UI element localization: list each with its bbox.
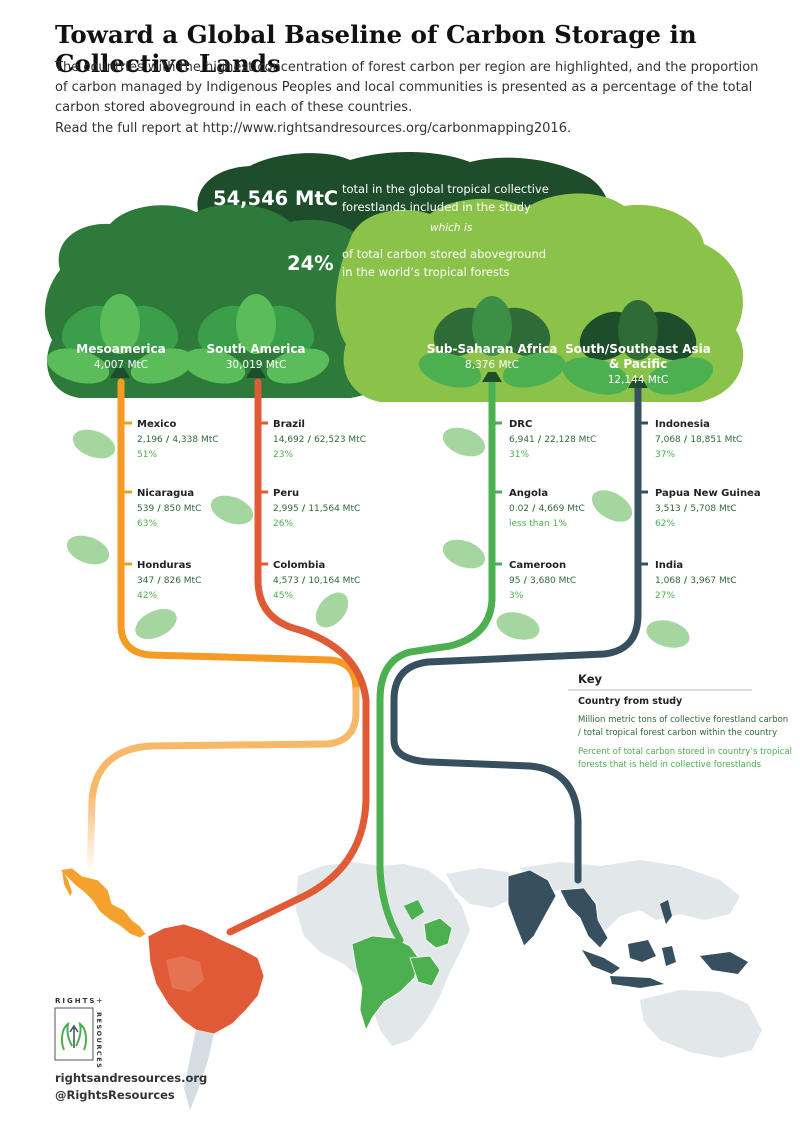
country-percent: less than 1% <box>509 519 567 529</box>
country-name: Indonesia <box>655 419 710 430</box>
bloom-asia <box>562 300 714 395</box>
country-percent: 26% <box>273 519 293 529</box>
country-name: Colombia <box>273 560 325 571</box>
country-percent: 27% <box>655 591 675 601</box>
country-percent: 42% <box>137 591 157 601</box>
region-label-africa: Sub-Saharan Africa <box>427 342 558 356</box>
country-percent: 3% <box>509 591 524 601</box>
hands-icon <box>60 1021 88 1051</box>
country-carbon-ratio: 95 / 3,680 MtC <box>509 576 576 586</box>
leaf-icon <box>135 608 177 640</box>
leaf-icon <box>646 620 690 648</box>
total-carbon-line2: forestlands included in the study <box>342 200 531 214</box>
logo-word-side: RESOURCES <box>95 1012 103 1069</box>
percent-line1: of total carbon stored aboveground <box>342 247 546 261</box>
region-label-asia-line1: South/Southeast Asia <box>565 342 711 356</box>
country-name: Brazil <box>273 419 305 430</box>
region-value-south-america: 30,019 MtC <box>226 359 287 371</box>
rights-resources-logo: RIGHTS + RESOURCES <box>54 996 103 1069</box>
map-mesoamerica <box>59 867 147 939</box>
country-percent: 45% <box>273 591 293 601</box>
percent-value: 24% <box>287 252 334 275</box>
read-more-link[interactable]: Read the full report at http://www.right… <box>55 121 572 136</box>
map-south-america <box>147 923 265 1035</box>
trunk-africa <box>376 378 496 944</box>
total-carbon-line1: total in the global tropical collective <box>342 182 549 196</box>
country-name: DRC <box>509 419 532 430</box>
country-name: Nicaragua <box>137 488 194 499</box>
bloom-mesoamerica <box>46 294 194 384</box>
key-country-label: Country from study <box>578 696 683 707</box>
leaf-icon <box>591 490 633 522</box>
country-percent: 62% <box>655 519 675 529</box>
page-title: Toward a Global Baseline of Carbon Stora… <box>55 20 697 78</box>
country-percent: 63% <box>137 519 157 529</box>
root-mesoamerica <box>86 686 360 876</box>
country-carbon-ratio: 14,692 / 62,523 MtC <box>273 435 366 445</box>
leaf-icon <box>442 539 486 569</box>
map-asia <box>507 869 557 947</box>
country-carbon-ratio: 6,941 / 22,128 MtC <box>509 435 596 445</box>
country-carbon-ratio: 539 / 850 MtC <box>137 504 201 514</box>
country-carbon-ratio: 2,196 / 4,338 MtC <box>137 435 219 445</box>
country-name: Mexico <box>137 419 177 430</box>
footer-handle[interactable]: @RightsResources <box>55 1088 175 1102</box>
which-is-label: which is <box>430 222 473 234</box>
leaf-icon <box>72 429 116 459</box>
leaf-icon <box>496 612 540 640</box>
region-value-mesoamerica: 4,007 MtC <box>94 359 148 371</box>
region-label-south-america: South America <box>206 342 305 356</box>
bloom-africa <box>418 296 566 388</box>
total-carbon-value: 54,546 MtC <box>213 187 338 210</box>
legend-key: Key Country from study Million metric to… <box>568 672 792 770</box>
key-title: Key <box>578 672 603 686</box>
country-carbon-ratio: 2,995 / 11,564 MtC <box>273 504 360 514</box>
trunk-south-america <box>226 378 370 936</box>
country-name: Honduras <box>137 560 191 571</box>
percent-line2: in the world’s tropical forests <box>342 265 510 279</box>
region-label-asia-line2: & Pacific <box>609 357 667 371</box>
trunk-mesoamerica <box>117 378 360 694</box>
country-name: Papua New Guinea <box>655 488 761 499</box>
country-carbon-ratio: 0.02 / 4,669 MtC <box>509 504 585 514</box>
country-name: Peru <box>273 488 299 499</box>
key-pct-line1: Percent of total carbon stored in countr… <box>578 747 792 757</box>
logo-word-top: RIGHTS <box>55 997 96 1005</box>
region-value-africa: 8,376 MtC <box>465 359 519 371</box>
bloom-south-america <box>182 294 330 384</box>
region-label-mesoamerica: Mesoamerica <box>76 342 165 356</box>
country-percent: 23% <box>273 450 293 460</box>
trunks <box>86 378 642 944</box>
region-value-asia: 12,144 MtC <box>608 374 669 386</box>
leaf-icon <box>66 535 110 565</box>
key-ratio-line1: Million metric tons of collective forest… <box>578 715 788 725</box>
country-name: Cameroon <box>509 560 566 571</box>
country-name: Angola <box>509 488 548 499</box>
country-carbon-ratio: 3,513 / 5,708 MtC <box>655 504 737 514</box>
key-ratio-line2: / total tropical forest carbon within th… <box>578 728 777 738</box>
leaf-decorations <box>66 427 690 648</box>
country-percent: 31% <box>509 450 529 460</box>
region-blooms <box>46 294 714 395</box>
logo-plus: + <box>96 996 103 1005</box>
branch-ticks <box>121 421 648 566</box>
leaf-icon <box>210 495 254 525</box>
footer-website[interactable]: rightsandresources.org <box>55 1071 208 1085</box>
leaf-icon <box>442 427 486 457</box>
country-percent: 37% <box>655 450 675 460</box>
country-carbon-ratio: 347 / 826 MtC <box>137 576 201 586</box>
page-subtitle: The countries with the highest concentra… <box>55 60 759 115</box>
country-carbon-ratio: 1,068 / 3,967 MtC <box>655 576 737 586</box>
country-name: India <box>655 560 683 571</box>
leaf-icon <box>315 592 349 628</box>
country-carbon-ratio: 4,573 / 10,164 MtC <box>273 576 360 586</box>
country-carbon-ratio: 7,068 / 18,851 MtC <box>655 435 742 445</box>
key-pct-line2: forests that is held in collective fores… <box>578 760 762 770</box>
country-percent: 51% <box>137 450 157 460</box>
trunk-asia <box>390 378 642 884</box>
country-labels: Mexico 2,196 / 4,338 MtC 51% Nicaragua 539 /… <box>137 419 761 601</box>
